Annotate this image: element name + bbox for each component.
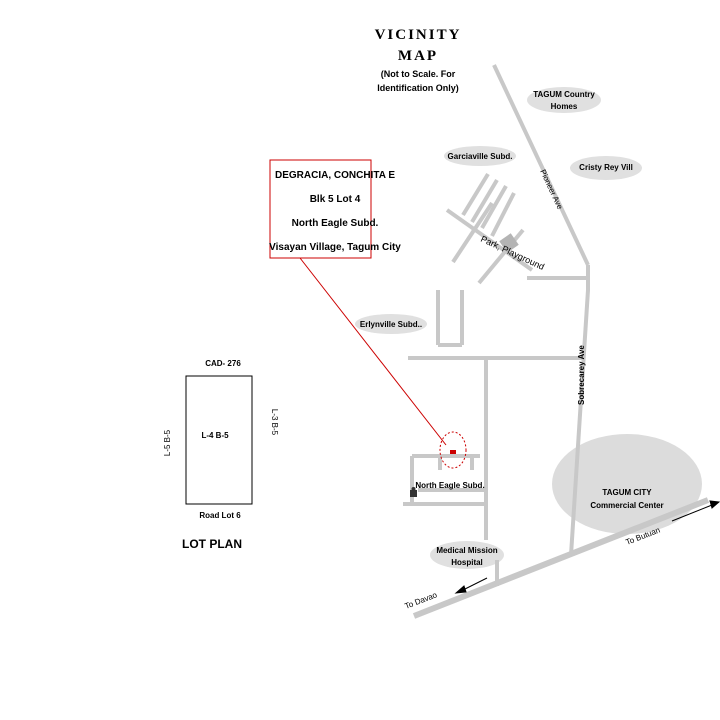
cristy-rey-area — [570, 156, 642, 180]
label-tagum-country-1: TAGUM Country — [533, 90, 595, 99]
lot-marker — [450, 450, 456, 454]
lot-plan-lot-label: L-4 B-5 — [201, 431, 229, 440]
map-note-line1: (Not to Scale. For — [381, 69, 456, 79]
label-commercial-1: TAGUM CITY — [602, 488, 652, 497]
owner-subdivision: North Eagle Subd. — [292, 218, 379, 229]
road-network — [403, 64, 590, 586]
map-note-line2: Identification Only) — [377, 83, 459, 93]
label-cristy-rey: Cristy Rey Vill — [579, 163, 633, 172]
label-medical-2: Hospital — [451, 558, 483, 567]
cad-label: CAD- 276 — [205, 359, 241, 368]
medical-mission-area — [430, 541, 504, 569]
erlynville-area — [355, 314, 427, 334]
leader-line — [299, 257, 447, 446]
map-title-line2: MAP — [398, 48, 438, 64]
owner-info-box — [269, 159, 372, 259]
garciaville-area — [444, 146, 516, 166]
lot-plan-rectangle — [185, 375, 253, 505]
park-playground-block — [499, 233, 519, 253]
label-erlynville: Erlynville Subd.. — [360, 320, 422, 329]
label-medical-1: Medical Mission — [436, 546, 497, 555]
label-pioneer-ave: Pioneer Ave — [538, 168, 565, 211]
label-north-eagle: North Eagle Subd. — [415, 481, 484, 490]
owner-name: DEGRACIA, CONCHITA E — [275, 170, 395, 181]
lot-plan-right-label: L-3 B-5 — [270, 409, 279, 436]
lot-plan-road-label: Road Lot 6 — [199, 511, 241, 520]
map-title-line1: VICINITY — [375, 27, 462, 43]
label-commercial-2: Commercial Center — [590, 501, 663, 510]
to-davao-arrow — [454, 577, 488, 594]
tagum-country-homes-area — [527, 87, 601, 113]
label-sobrecarey-ave: Sobrecarey Ave — [577, 345, 586, 405]
national-highway — [412, 497, 710, 619]
label-tagum-country-2: Homes — [551, 102, 578, 111]
owner-address: Visayan Village, Tagum City — [269, 242, 401, 253]
commercial-center-area — [552, 434, 702, 534]
to-butuan-arrow — [671, 500, 720, 522]
lot-highlight-circle — [439, 431, 467, 469]
owner-block-lot: Blk 5 Lot 4 — [310, 194, 361, 205]
label-garciaville: Garciaville Subd. — [448, 152, 513, 161]
church-icon — [410, 487, 417, 497]
lot-plan-left-label: L-5 B-5 — [163, 429, 172, 456]
lot-plan-caption: LOT PLAN — [182, 537, 242, 551]
